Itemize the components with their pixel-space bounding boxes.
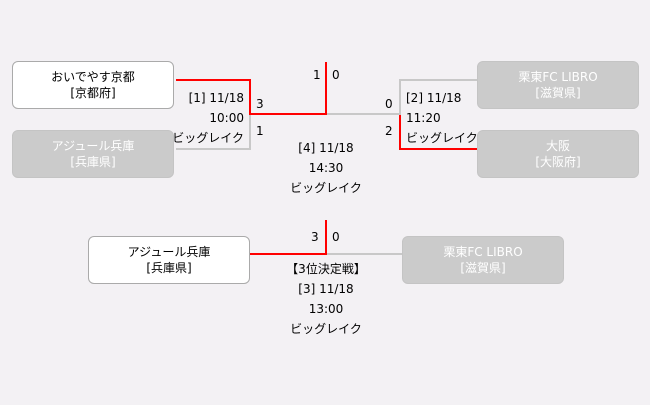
score: 0 — [332, 68, 340, 82]
bracket-line-win — [249, 113, 327, 115]
team-box-rittou-fc-libro[interactable]: 栗東FC LIBRO [滋賀県] — [477, 61, 639, 109]
bracket-line — [399, 79, 478, 81]
score: 2 — [385, 124, 393, 138]
bracket-line-win — [325, 220, 327, 255]
team-box-third-azur-hyogo[interactable]: アジュール兵庫 [兵庫県] — [88, 236, 250, 284]
bracket-line-win — [399, 115, 401, 150]
match-venue: ビッグレイク — [172, 131, 244, 145]
bracket-line-win — [325, 62, 327, 115]
team-name: 栗東FC LIBRO — [518, 70, 598, 84]
match-number-date: [1] 11/18 — [188, 91, 244, 105]
bracket-line — [249, 115, 251, 150]
team-name: アジュール兵庫 — [51, 139, 135, 153]
team-prefecture: [兵庫県] — [70, 155, 116, 169]
score: 0 — [332, 230, 340, 244]
bracket-line-win — [248, 253, 327, 255]
bracket-line — [327, 113, 401, 115]
team-name: アジュール兵庫 — [127, 245, 211, 259]
team-box-azur-hyogo[interactable]: アジュール兵庫 [兵庫県] — [12, 130, 174, 178]
bracket-line — [399, 79, 401, 114]
score: 3 — [256, 97, 264, 111]
team-prefecture: [滋賀県] — [460, 261, 506, 275]
score: 0 — [385, 97, 393, 111]
match-number-date: [2] 11/18 — [406, 91, 462, 105]
score: 1 — [313, 68, 321, 82]
team-prefecture: [京都府] — [70, 86, 116, 100]
team-prefecture: [兵庫県] — [146, 261, 192, 275]
team-name: 栗東FC LIBRO — [443, 245, 523, 259]
bracket-line-win — [176, 79, 251, 81]
team-box-third-rittou-fc-libro[interactable]: 栗東FC LIBRO [滋賀県] — [402, 236, 564, 284]
bracket-line-win — [399, 148, 478, 150]
score: 1 — [256, 124, 264, 138]
team-box-oiedeyasu-kyoto[interactable]: おいでやす京都 [京都府] — [12, 61, 174, 109]
team-prefecture: [大阪府] — [535, 155, 581, 169]
match-time: 13:00 — [308, 302, 344, 316]
match-time: 14:30 — [308, 161, 344, 175]
bracket-line — [327, 253, 402, 255]
match-number-date: [4] 11/18 — [298, 141, 354, 155]
team-prefecture: [滋賀県] — [535, 86, 581, 100]
match-number-date: [3] 11/18 — [298, 282, 354, 296]
bracket-line-win — [249, 79, 251, 115]
match-time: 11:20 — [406, 111, 441, 125]
bracket-line — [176, 148, 251, 150]
match-venue: ビッグレイク — [290, 181, 362, 195]
match-venue: ビッグレイク — [290, 322, 362, 336]
third-place-title: 【3位決定戦】 — [286, 262, 366, 276]
team-name: おいでやす京都 — [51, 70, 135, 84]
team-name: 大阪 — [545, 139, 570, 153]
match-time: 10:00 — [209, 111, 244, 125]
team-box-osaka[interactable]: 大阪 [大阪府] — [477, 130, 639, 178]
score: 3 — [311, 230, 319, 244]
match-venue: ビッグレイク — [406, 131, 478, 145]
